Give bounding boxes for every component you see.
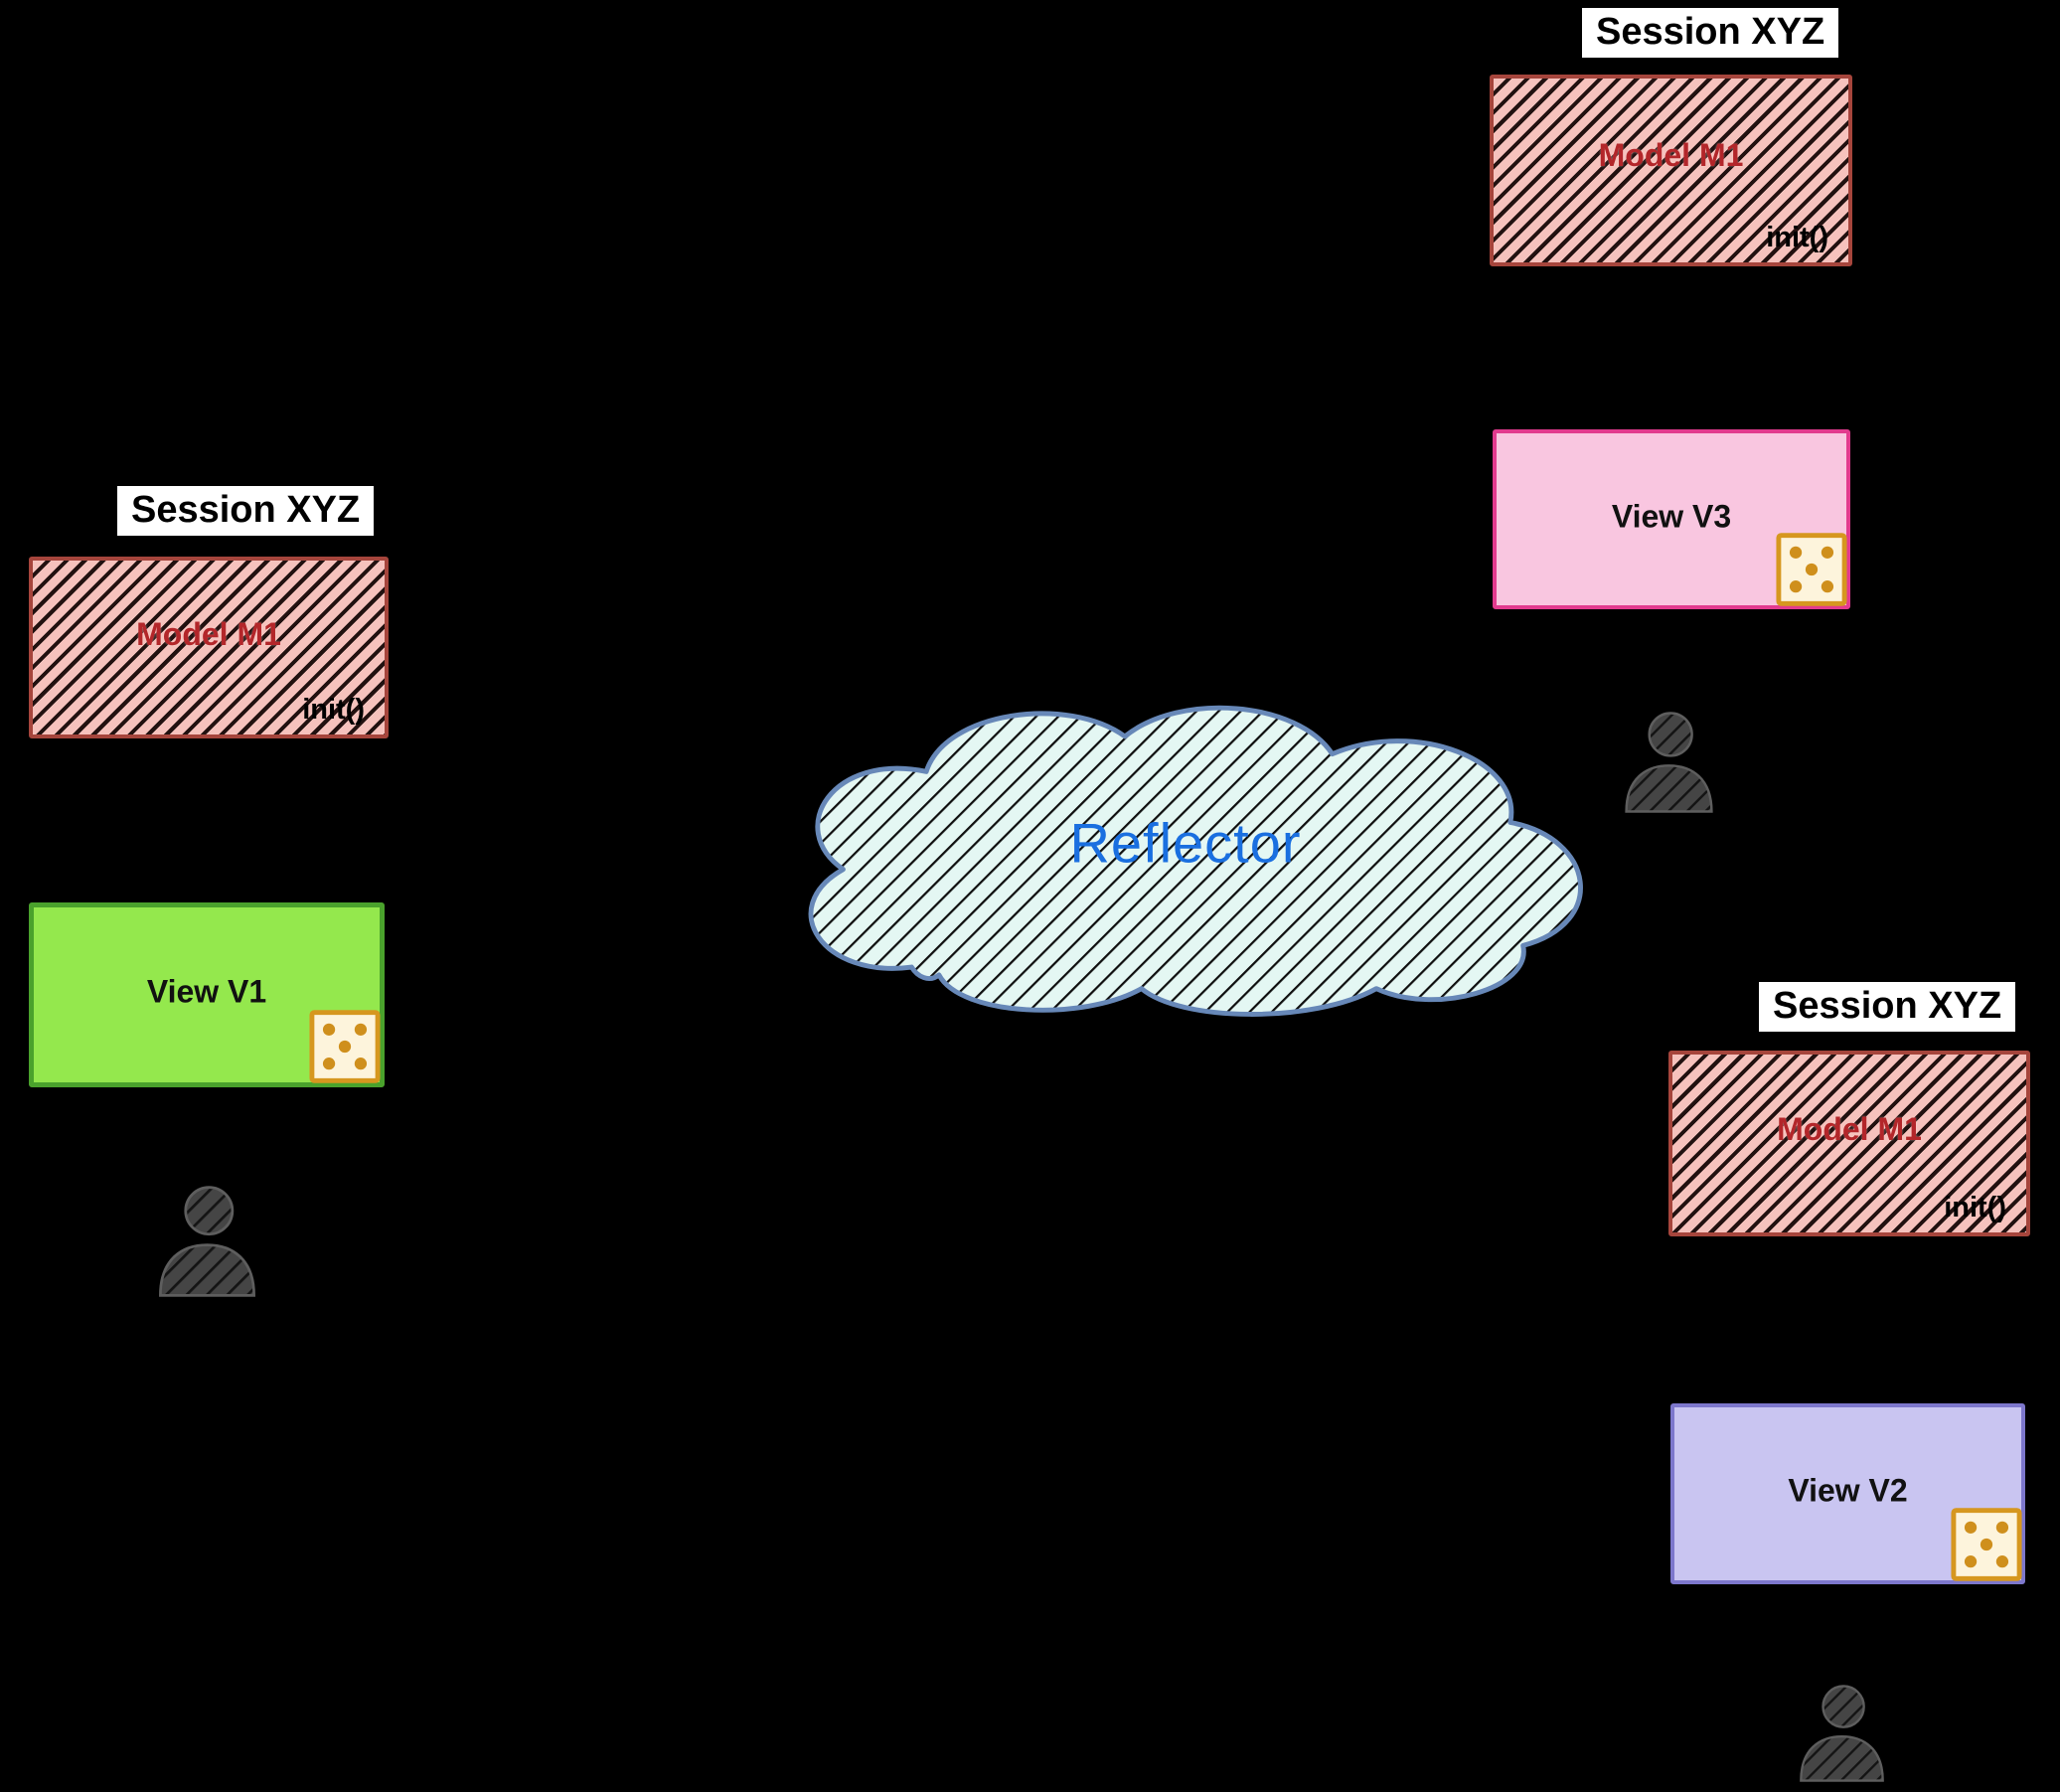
model-init-label: init(): [1766, 222, 1828, 253]
reflector-label: Reflector: [1069, 811, 1302, 875]
model-title: Model M1: [1777, 1111, 1922, 1148]
dice-5-icon: [1775, 532, 1848, 607]
view-box-v1: View V1: [29, 902, 385, 1087]
user-icon: [1620, 708, 1718, 817]
model-init-label: init(): [1944, 1192, 2006, 1223]
session-label-bottom-right: Session XYZ: [1759, 982, 2016, 1032]
model-init-label: init(): [302, 694, 365, 726]
model-box-top-right: Model M1 init(): [1490, 75, 1852, 266]
model-box-left: Model M1 init(): [29, 557, 389, 738]
view-box-v2: View V2: [1670, 1403, 2025, 1584]
user-icon: [1795, 1678, 1889, 1789]
session-label-left: Session XYZ: [117, 486, 375, 536]
view-title-v3: View V3: [1611, 498, 1732, 535]
model-title: Model M1: [1598, 137, 1744, 174]
view-title-v1: View V1: [146, 973, 267, 1010]
dice-5-icon: [1950, 1507, 2023, 1582]
cloud-shape-icon: [808, 705, 1583, 1017]
model-title: Model M1: [136, 616, 281, 652]
view-box-v3: View V3: [1493, 429, 1850, 609]
reflector-cloud: Reflector: [745, 674, 1626, 1028]
view-title-v2: View V2: [1788, 1472, 1908, 1509]
model-box-bottom-right: Model M1 init(): [1668, 1051, 2030, 1236]
dice-5-icon: [308, 1009, 382, 1084]
session-label-top-right: Session XYZ: [1582, 8, 1839, 58]
user-icon: [148, 1184, 266, 1299]
